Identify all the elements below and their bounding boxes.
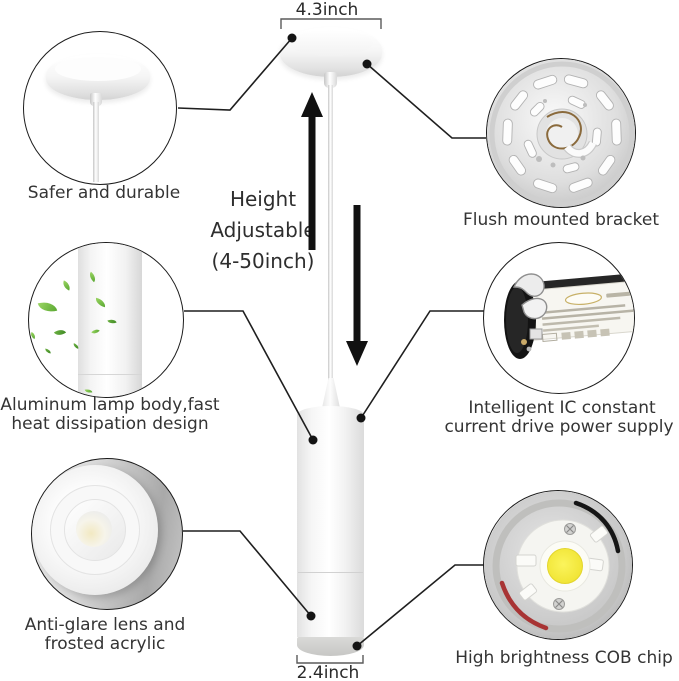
leaf-icon <box>60 280 73 291</box>
body-photo-seam <box>78 374 142 375</box>
cob-connector-tabs <box>515 525 609 601</box>
callout-body-label-line2: heat dissipation design <box>11 414 209 434</box>
lamp-body-cylinder <box>297 406 364 637</box>
bracket-wire-curl <box>546 111 582 150</box>
leaf-icon <box>29 331 37 340</box>
bracket-photo-graphic <box>487 59 635 207</box>
red-wire-icon <box>499 580 549 631</box>
callout-lens-label-line2: frosted acrylic <box>44 634 166 654</box>
height-adjustable-text: Height Adjustable (4-50inch) <box>196 184 330 277</box>
leaf-icon <box>44 348 52 354</box>
leader-line-lens <box>183 530 312 617</box>
driver-mount-clip <box>512 273 545 297</box>
callout-lens-label-line1: Anti-glare lens and <box>24 615 186 635</box>
canopy-photo-cord <box>93 102 99 182</box>
height-adjustable-line3: (4-50inch) <box>211 249 315 273</box>
driver-mount-clip <box>521 297 548 320</box>
cob-photo-graphic <box>484 491 632 639</box>
callout-lens-photo <box>31 458 183 610</box>
callout-bracket-photo <box>486 58 636 208</box>
bracket-cable <box>564 141 596 157</box>
height-adjustable-line1: Height <box>229 187 297 211</box>
leaf-icon <box>37 299 58 315</box>
arrow-down-icon <box>346 205 368 366</box>
canopy-width-label: 4.3inch <box>295 0 359 20</box>
callout-canopy-label: Safer and durable <box>27 183 181 203</box>
screw-icon <box>553 598 565 610</box>
driver-photo-graphic <box>504 272 634 359</box>
callout-driver-photo <box>483 242 635 394</box>
driver-logo-oval <box>564 292 602 306</box>
leaf-icon <box>37 265 46 274</box>
driver-label-text-bars <box>541 304 634 342</box>
lamp-diameter-label: 2.4inch <box>296 663 360 681</box>
suspension-cord <box>328 85 333 380</box>
callout-driver-label-line2: current drive power supply <box>444 417 674 437</box>
callout-bracket-label: Flush mounted bracket <box>462 210 660 230</box>
lamp-body-seam <box>298 572 363 573</box>
dimension-bracket-bottom <box>296 655 364 664</box>
black-wire-icon <box>573 500 621 554</box>
callout-canopy-photo <box>23 31 177 185</box>
height-adjustable-line2: Adjustable <box>210 218 316 242</box>
canopy-photo-highlight <box>55 57 141 81</box>
lamp-diffuser-ring <box>297 637 364 656</box>
screw-icon <box>564 523 576 535</box>
cord-strain-cone <box>322 378 340 408</box>
leaf-icon <box>53 326 67 339</box>
leader-line-bracket <box>366 63 486 139</box>
lens-center-glow <box>76 511 112 547</box>
leader-line-driver <box>360 310 484 419</box>
cord-grip <box>324 72 337 88</box>
leader-line-cob <box>356 564 483 647</box>
lamp-canopy-top-highlight <box>289 30 373 56</box>
callout-body-photo <box>28 242 184 398</box>
callout-body-label-line1: Aluminum lamp body,fast <box>0 395 220 415</box>
callout-cob-label: High brightness COB chip <box>455 648 673 668</box>
callout-cob-photo <box>483 490 633 640</box>
bracket-screw-holes <box>536 99 587 168</box>
callout-driver-label-line1: Intelligent IC constant <box>468 398 656 418</box>
bracket-slots <box>502 74 622 194</box>
cob-chip <box>547 548 583 584</box>
leader-line-canopy <box>177 37 293 111</box>
